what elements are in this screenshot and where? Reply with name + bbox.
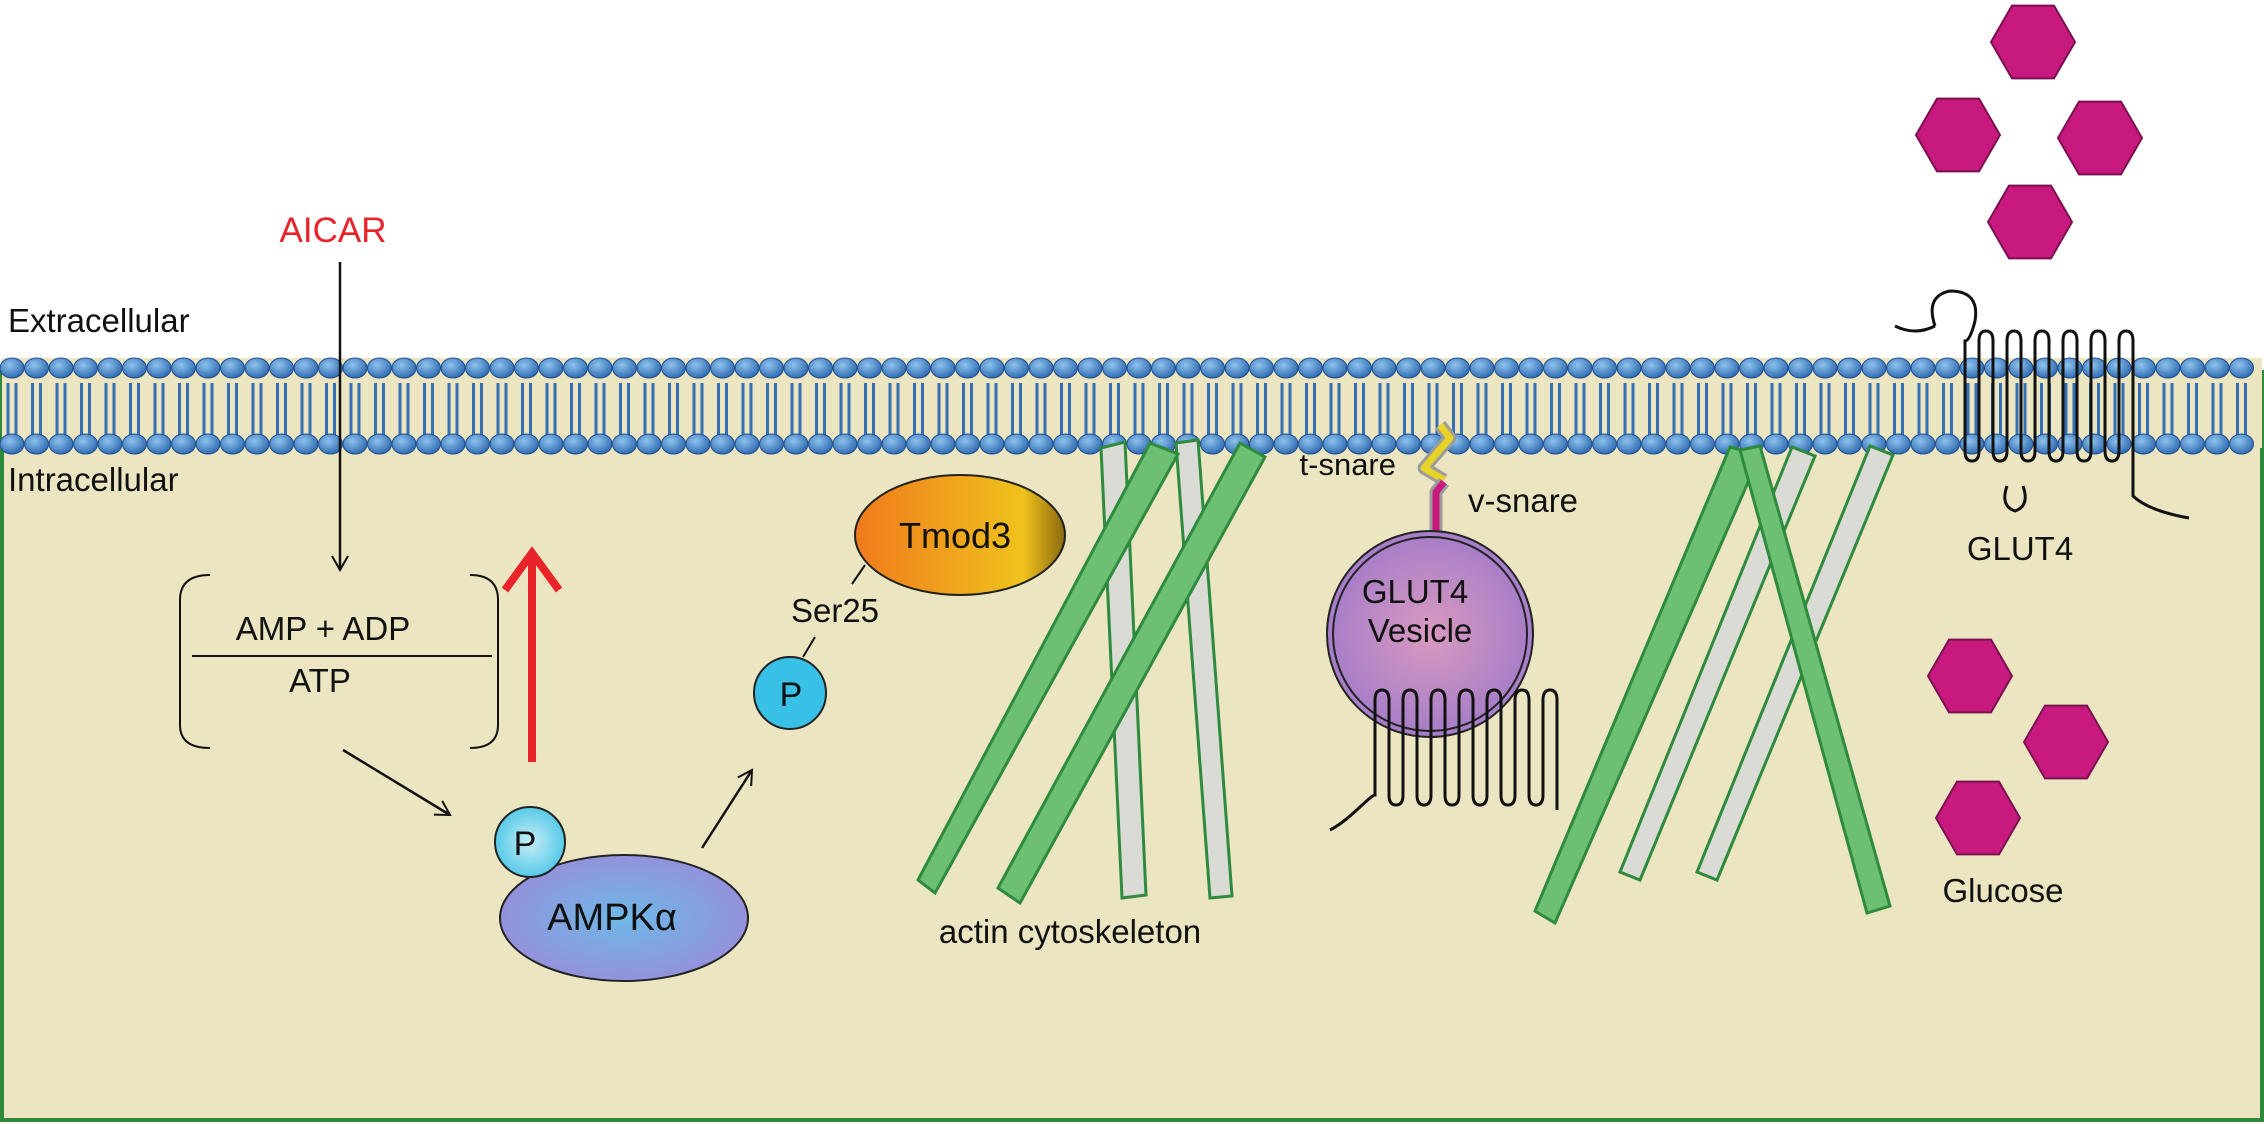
- v-snare-label: v-snare: [1468, 482, 1578, 519]
- vesicle-label-line2: Vesicle: [1368, 612, 1473, 649]
- tmod3-phosphate: [753, 656, 827, 730]
- glucose-molecule: [1986, 184, 2074, 260]
- glucose-molecule: [2056, 100, 2144, 176]
- ampk-label: AMPKα: [547, 897, 677, 939]
- membrane-glut4-transporter: [1894, 289, 2190, 520]
- tmod3: [854, 474, 1066, 596]
- increase-arrow-head: [501, 546, 563, 593]
- glucose-label: Glucose: [1942, 872, 2063, 909]
- glucose-molecule: [2022, 704, 2110, 780]
- glucose-molecule: [1989, 4, 2077, 80]
- extracellular-label: Extracellular: [8, 302, 190, 339]
- glut4-label: GLUT4: [1967, 530, 2073, 567]
- vesicle-glut4-transporter: [1329, 688, 1559, 832]
- ratio-numerator: AMP + ADP: [236, 610, 411, 647]
- ampk-alpha: [499, 854, 749, 982]
- glucose-molecule: [1934, 780, 2022, 856]
- vesicle-label-line1: GLUT4: [1362, 573, 1468, 610]
- ampk-to-tmod3-arrow: [700, 768, 754, 849]
- glucose-extracellular: [1914, 4, 2144, 260]
- glucose-molecule: [1914, 97, 2002, 173]
- energy-ratio: AMP + ADP ATP: [179, 574, 499, 749]
- tmod3-phosphate-label: P: [780, 676, 803, 714]
- ratio-to-ampk-arrow: [342, 748, 452, 817]
- glucose-intracellular: [1926, 638, 2110, 856]
- snare-complex: [1417, 421, 1457, 540]
- aicar-label: AICAR: [280, 211, 387, 250]
- plasma-membrane: [0, 357, 2262, 455]
- tmod3-label: Tmod3: [899, 515, 1011, 556]
- ampk-phosphate-label: P: [514, 825, 537, 863]
- ser25-label: Ser25: [791, 592, 879, 629]
- intracellular-label: Intracellular: [8, 461, 179, 498]
- ratio-denominator: ATP: [289, 662, 351, 699]
- actin-filaments-right: [1533, 444, 1895, 926]
- actin-label: actin cytoskeleton: [939, 913, 1201, 950]
- actin-filaments-left: [916, 438, 1268, 906]
- ampk-phosphate: [494, 806, 566, 878]
- t-snare-label: t-snare: [1300, 447, 1396, 482]
- glucose-molecule: [1926, 638, 2014, 714]
